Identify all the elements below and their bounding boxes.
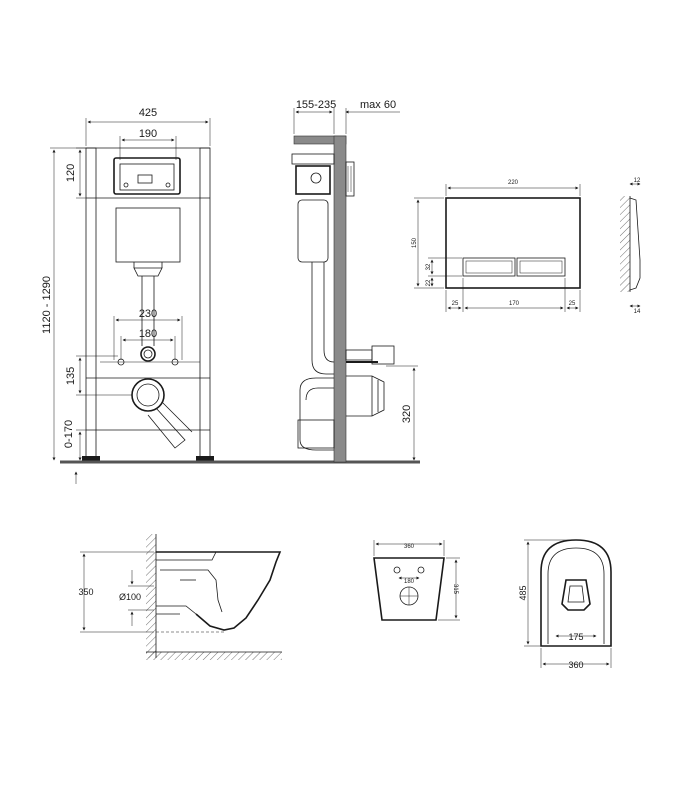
frame-right-leg: [199, 147, 211, 461]
flush-button-large: [516, 257, 566, 277]
dim-button-height: 32: [426, 263, 432, 270]
dim-top-width: 190: [139, 128, 157, 140]
flush-plate-view: 220 150 32 22 25 170 25 12 14: [412, 178, 641, 315]
dim-left-margin: 25: [452, 301, 459, 307]
dim-button-width: 170: [509, 301, 520, 307]
dim-rear-width: 360: [404, 544, 415, 550]
dim-fixing-height: 135: [65, 367, 77, 385]
dim-fixing-outer: 230: [139, 308, 157, 320]
bowl-side-view: 350 Ø100: [78, 534, 282, 660]
plate-wall-hatch: [620, 196, 630, 292]
dim-bottom-offset: 22: [426, 279, 432, 286]
inspection-box: [113, 157, 181, 195]
mounting-hole: [417, 566, 425, 574]
mounting-hole: [393, 566, 401, 574]
plate-side-profile: [629, 197, 641, 291]
dim-top-height: 120: [65, 164, 77, 182]
dim-plate-height: 150: [412, 237, 418, 248]
dim-bowl-width: 360: [568, 660, 583, 670]
dim-hole-spacing: 180: [404, 579, 415, 585]
dim-depth-bottom: 14: [634, 309, 641, 315]
dim-pipe-diameter: Ø100: [119, 592, 141, 602]
flush-button-small: [462, 257, 516, 277]
dim-bowl-length: 485: [518, 585, 528, 600]
dim-frame-depth: 155-235: [296, 99, 336, 111]
wall-section: [333, 135, 347, 463]
flush-plate: [445, 197, 581, 289]
dim-fixing-inner: 180: [139, 328, 157, 340]
dim-right-margin: 25: [569, 301, 576, 307]
dim-seat-width: 175: [568, 632, 583, 642]
dim-frame-width: 425: [139, 107, 157, 119]
dim-max-wall: max 60: [360, 99, 396, 111]
bowl-rear-outline: [373, 557, 445, 621]
cistern: [115, 207, 181, 263]
side-view: 155-235 max 60 320: [291, 99, 418, 463]
dim-plate-width: 220: [508, 180, 519, 186]
bowl-profile: [156, 551, 282, 631]
inlet-fitting: [140, 346, 156, 362]
bowl-top-outline: [540, 539, 612, 647]
front-view: 425 190 120 1120 - 1290 230 180 135 0: [41, 107, 420, 484]
bowl-top-view: 485 175 360: [518, 539, 612, 670]
dim-leg-adjust: 0-170: [63, 420, 75, 448]
bowl-rear-view: 360 180 315: [373, 540, 460, 621]
dim-bowl-height: 350: [78, 587, 93, 597]
bowl-bowl-opening: [561, 579, 591, 611]
dim-drain-height: 320: [401, 405, 413, 423]
frame-left-leg: [85, 147, 97, 461]
dim-total-height: 1120 - 1290: [41, 276, 53, 334]
dim-rear-height: 315: [452, 584, 458, 595]
dim-depth-top: 12: [634, 178, 641, 184]
